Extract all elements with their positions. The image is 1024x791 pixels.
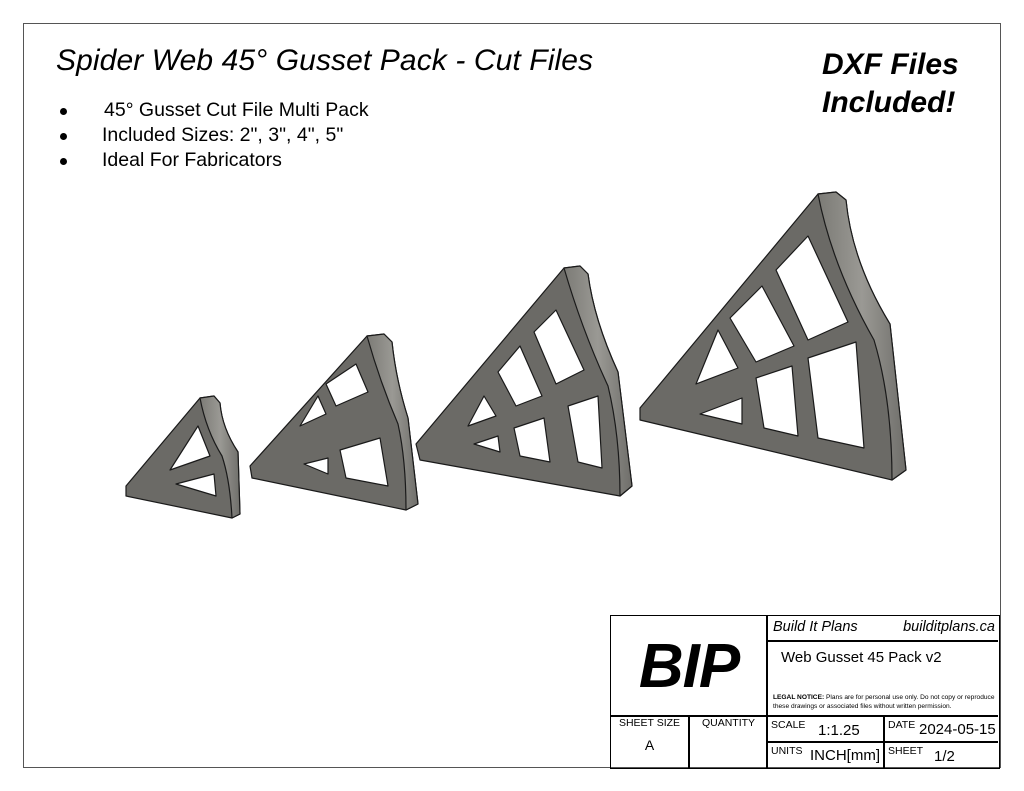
gusset-3in-icon (249, 333, 419, 511)
drawing-title: Web Gusset 45 Pack v2 (781, 649, 942, 666)
legal-notice: LEGAL NOTICE: Plans are for personal use… (773, 694, 995, 710)
bullet-icon (60, 133, 67, 140)
scale-label: SCALE (771, 719, 806, 731)
feature-item: 45° Gusset Cut File Multi Pack (56, 98, 369, 123)
bullet-icon (60, 108, 67, 115)
divider (611, 715, 998, 717)
divider (688, 715, 690, 768)
logo: BIP (638, 631, 740, 701)
scale-value: 1:1.25 (818, 722, 860, 739)
sheet-value: 1/2 (934, 748, 955, 765)
units-value: INCH[mm] (810, 747, 880, 764)
divider (766, 640, 998, 642)
divider (766, 616, 768, 768)
title-block: BIP Build It Plans builditplans.ca Web G… (610, 615, 1000, 769)
bullet-icon (60, 158, 67, 165)
date-label: DATE (888, 719, 916, 731)
feature-item: Included Sizes: 2", 3", 4", 5" (56, 123, 369, 148)
sheet-label: SHEET (888, 745, 924, 757)
feature-item: Ideal For Fabricators (56, 148, 369, 173)
gusset-4in-icon (415, 265, 633, 497)
sheet-size-label: SHEET SIZE (618, 717, 681, 729)
quantity-label: QUANTITY (701, 717, 756, 729)
company-name: Build It Plans (773, 619, 858, 635)
units-label: UNITS (771, 745, 803, 757)
page-title: Spider Web 45° Gusset Pack - Cut Files (56, 44, 594, 77)
feature-list: 45° Gusset Cut File Multi Pack Included … (56, 98, 369, 173)
drawing-border (23, 23, 1001, 768)
gusset-5in-icon (639, 191, 907, 481)
date-value: 2024-05-15 (919, 721, 996, 738)
gusset-2in-icon (125, 395, 241, 519)
website: builditplans.ca (903, 619, 995, 635)
divider (766, 741, 998, 743)
dxf-callout: DXF Files Included! (822, 48, 959, 119)
sheet-size-value: A (644, 737, 655, 753)
